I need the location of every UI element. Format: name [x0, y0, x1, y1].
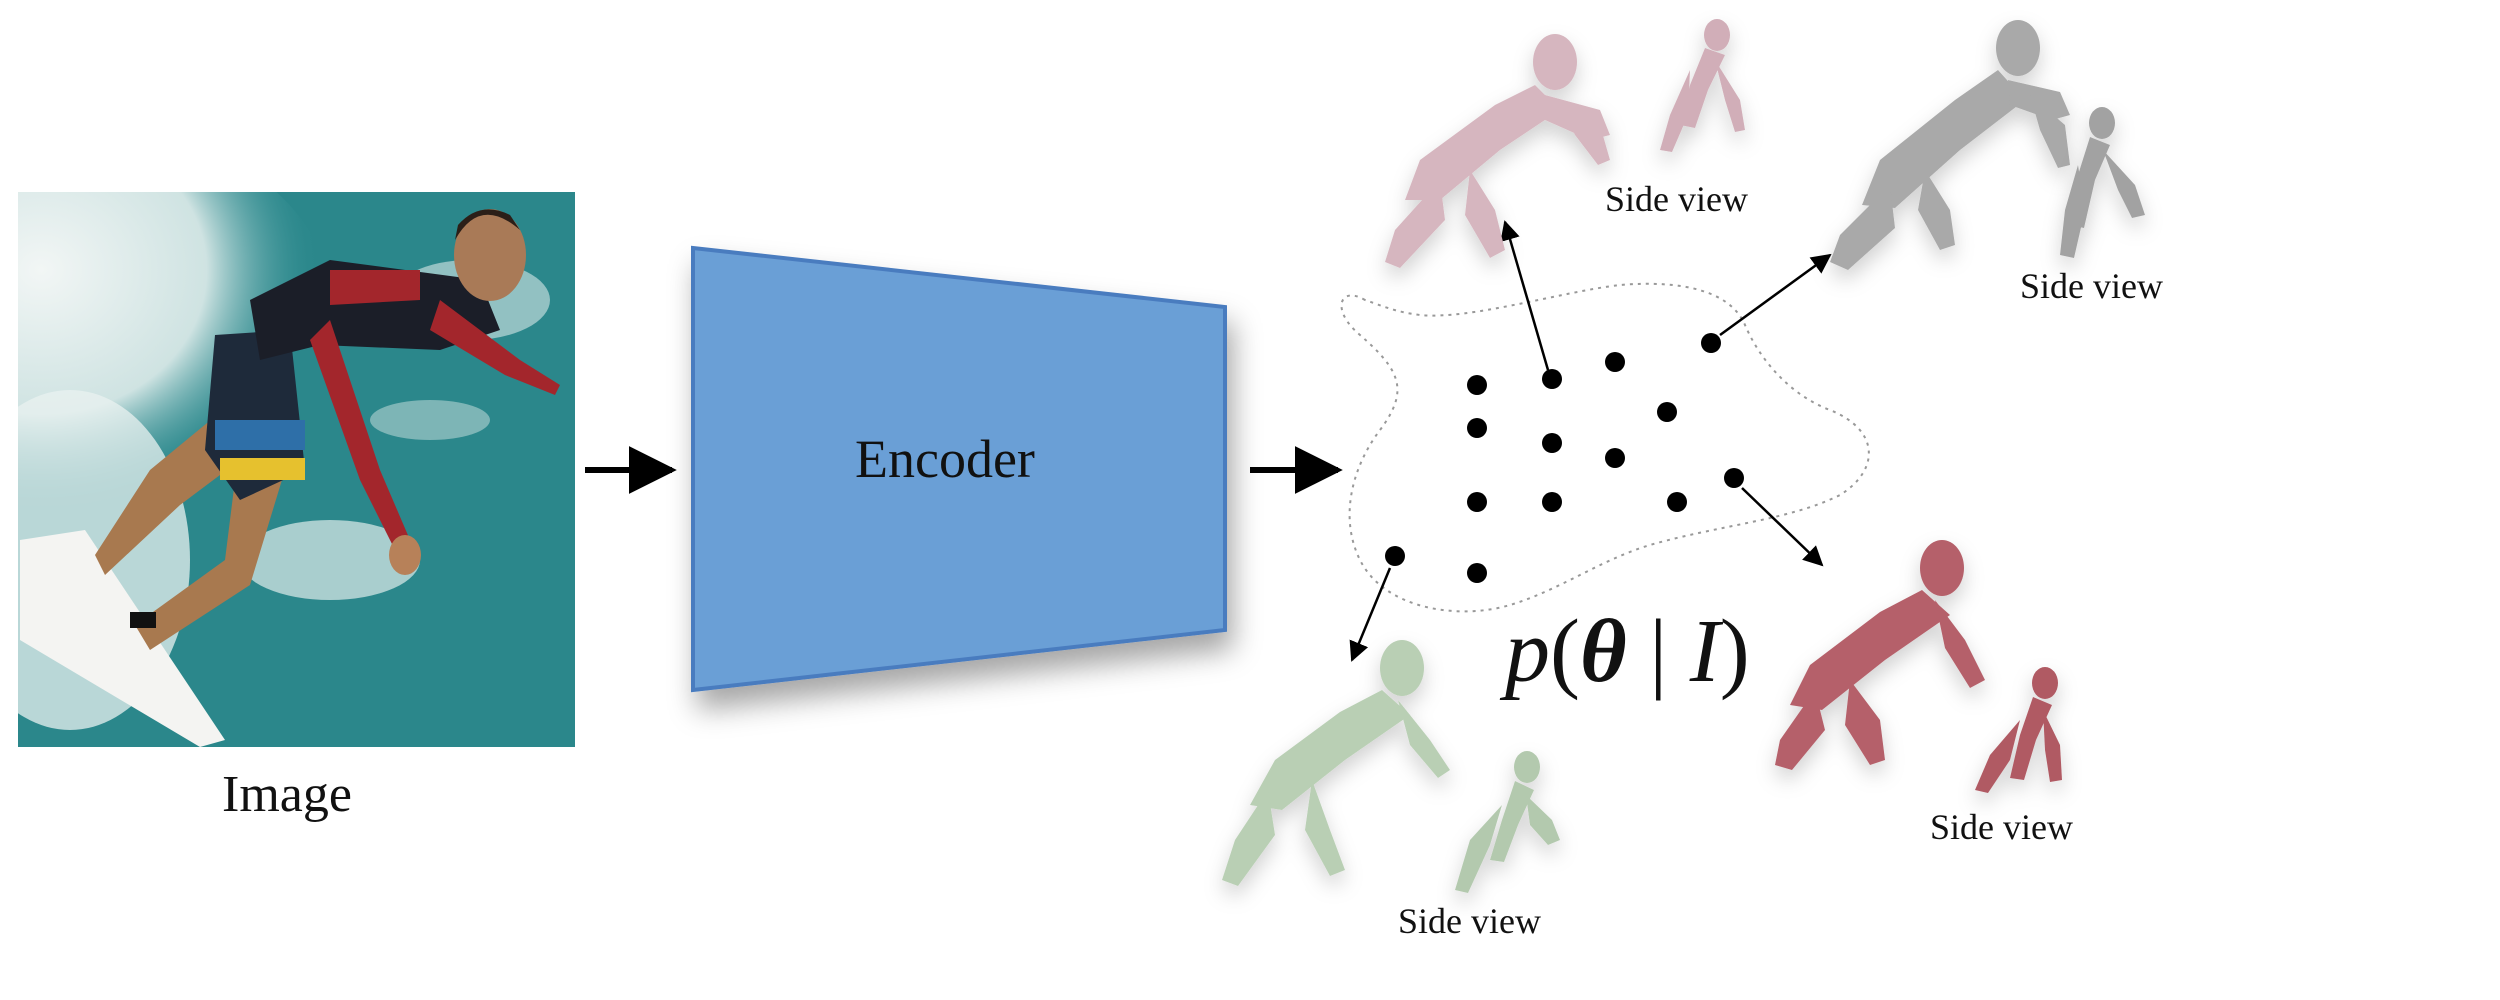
sample-arrows [1349, 220, 1832, 662]
arrow-to-green-mesh [1349, 567, 1392, 662]
sample-point [1542, 369, 1562, 389]
sample-point [1701, 333, 1721, 353]
arrow-to-pink-mesh [1500, 220, 1550, 371]
arrow-to-gray-mesh [1719, 253, 1832, 337]
sample-point [1542, 492, 1562, 512]
side-view-label: Side view [1398, 901, 1541, 941]
image-label: Image [222, 766, 352, 823]
human-mesh-figure [1385, 34, 1610, 268]
human-mesh-figure [1975, 667, 2062, 793]
distribution-outline [1340, 282, 1870, 613]
sample-point [1605, 448, 1625, 468]
surfer-photo [18, 192, 575, 747]
human-mesh-figure [1775, 540, 1985, 770]
formula-close-paren: ) [1719, 602, 1750, 701]
sample-point [1385, 546, 1405, 566]
human-mesh-figure [1660, 19, 1745, 152]
arrow-to-red-mesh [1741, 487, 1824, 567]
encoder-label: Encoder [855, 429, 1035, 489]
human-mesh-figure [1830, 20, 2070, 270]
posterior-formula: p(θ | I) [1505, 600, 1750, 703]
formula-given: I [1689, 602, 1720, 701]
sample-point [1724, 468, 1744, 488]
sample-point [1467, 375, 1487, 395]
sample-point [1467, 492, 1487, 512]
sample-point [1657, 402, 1677, 422]
human-mesh-figure [2060, 107, 2145, 258]
sample-point [1542, 433, 1562, 453]
encoder-block [691, 245, 1227, 693]
formula-open-paren: ( [1550, 602, 1580, 701]
sample-point [1467, 563, 1487, 583]
formula-theta: θ [1579, 602, 1627, 701]
sample-point [1667, 492, 1687, 512]
sample-points [1385, 333, 1744, 583]
sample-point [1467, 418, 1487, 438]
side-view-label: Side view [1605, 179, 1748, 219]
side-view-label: Side view [2020, 266, 2163, 306]
side-view-label: Side view [1930, 807, 2073, 847]
formula-p: p [1505, 602, 1550, 701]
sample-point [1605, 352, 1625, 372]
formula-bar: | [1626, 602, 1690, 701]
human-mesh-figure [1455, 751, 1560, 893]
human-mesh-figure [1222, 640, 1450, 886]
